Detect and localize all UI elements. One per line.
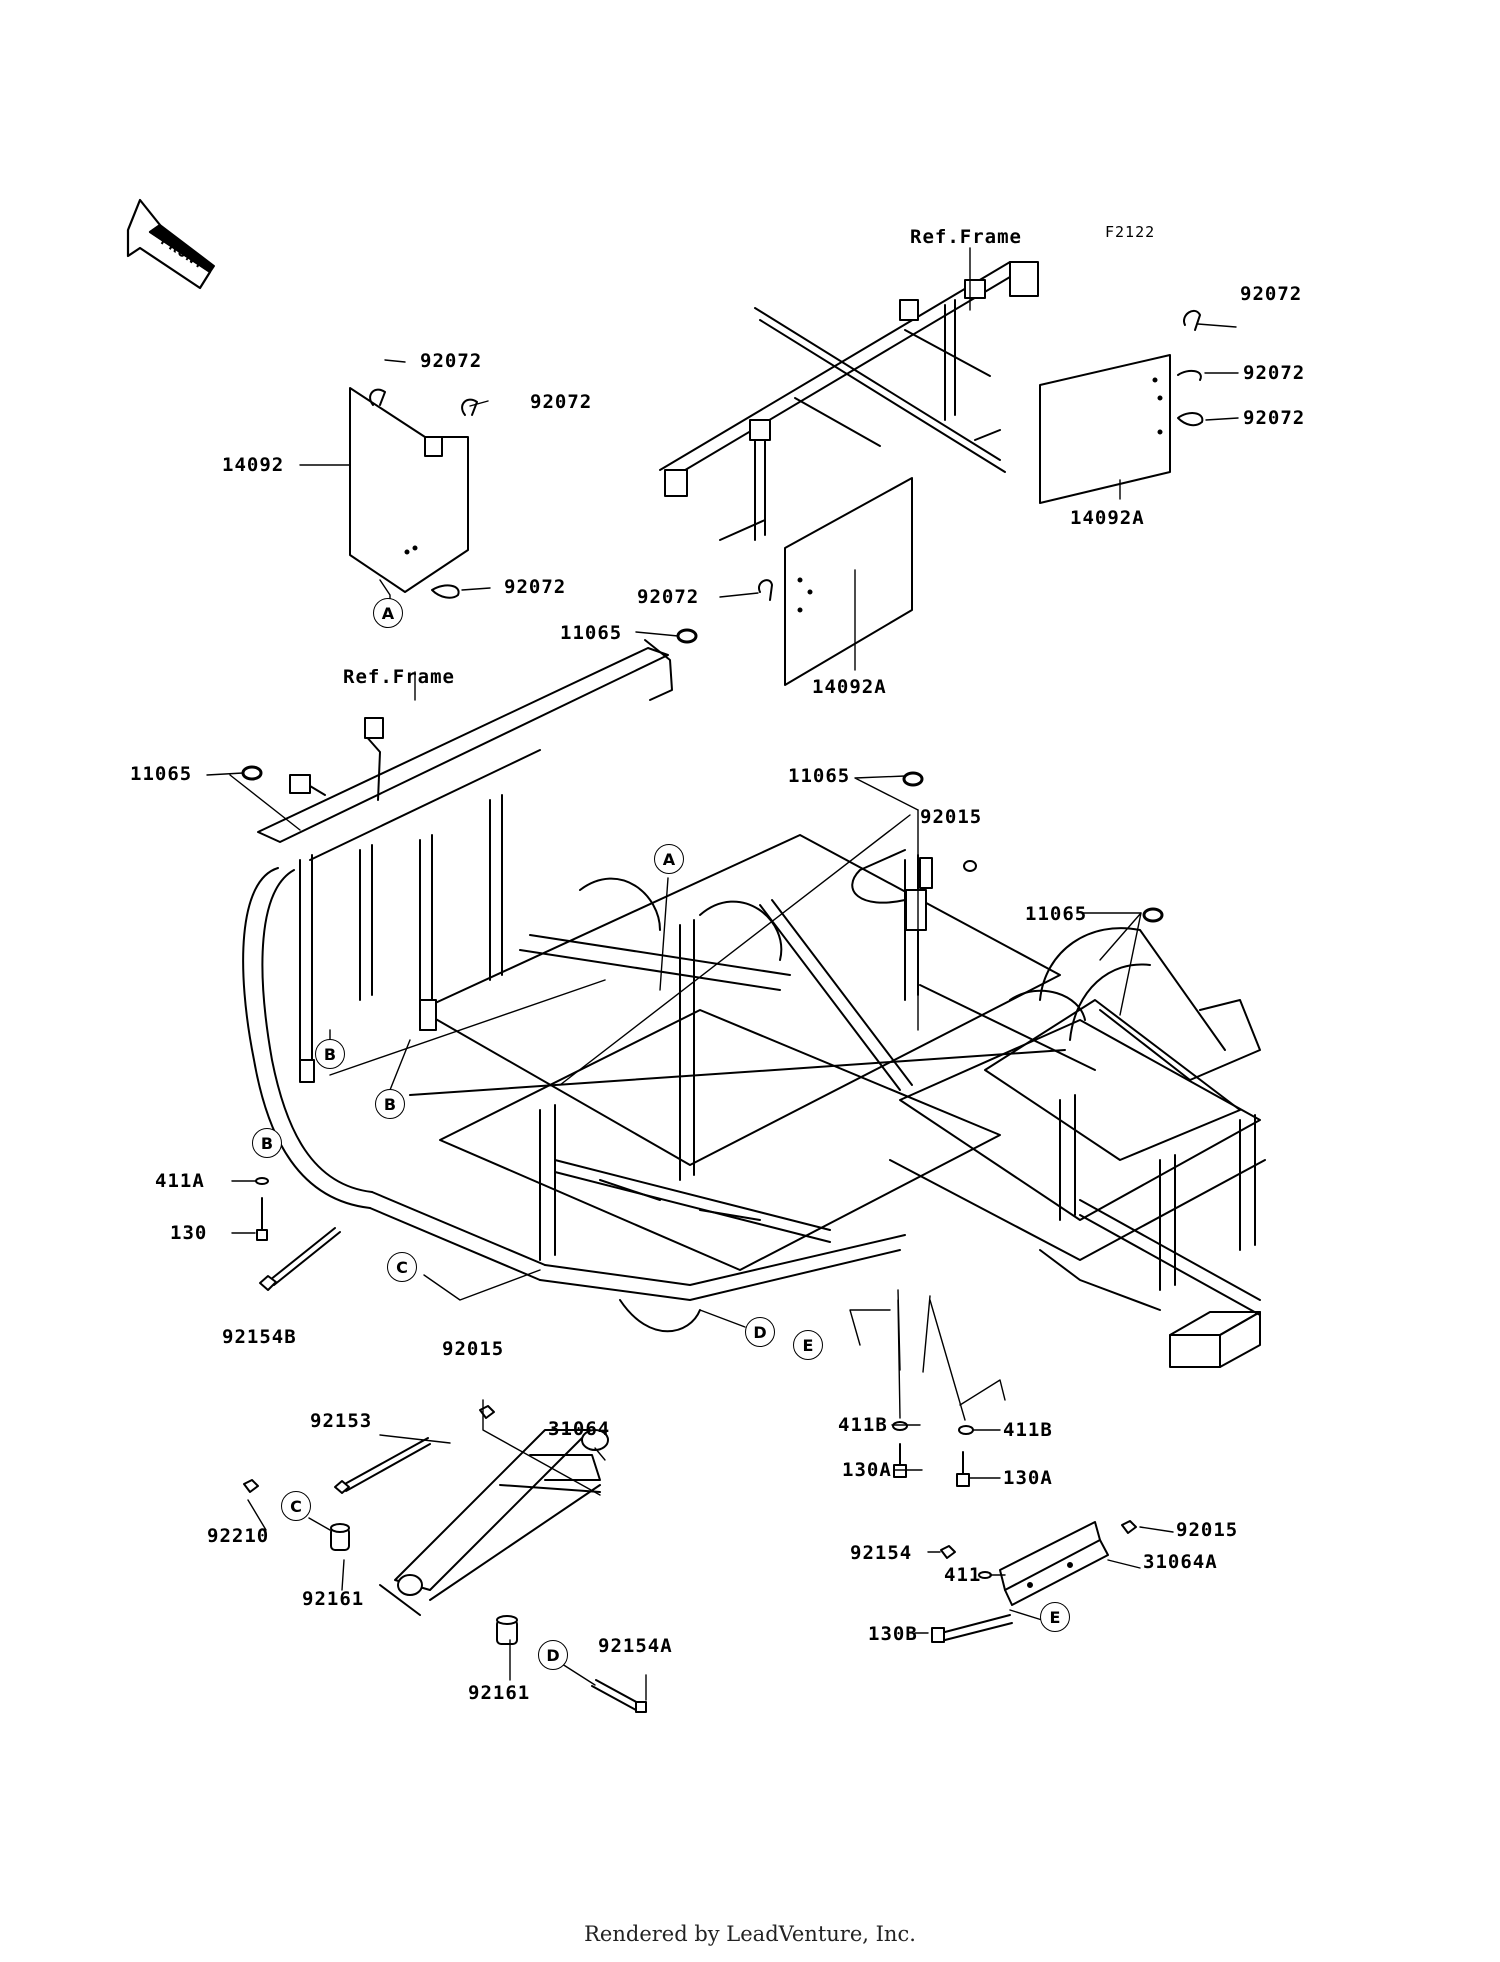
bolt-130a-right [956, 1451, 970, 1487]
part-label: 130 [170, 1222, 208, 1244]
part-label: 92072 [420, 350, 483, 372]
mud-flap-right-top [1039, 354, 1171, 504]
callout-b: B [252, 1128, 282, 1158]
callout-b: B [315, 1039, 345, 1069]
part-label: 92154B [222, 1326, 297, 1348]
part-label: 411 [944, 1564, 982, 1586]
callout-d: D [745, 1317, 775, 1347]
part-label: 92154 [850, 1542, 913, 1564]
part-label: 92161 [468, 1682, 531, 1704]
bushing-92161-lower [496, 1615, 518, 1645]
part-label: 14092 [222, 454, 285, 476]
bolt-130 [256, 1197, 268, 1241]
part-label: 11065 [130, 763, 193, 785]
callout-b: B [375, 1089, 405, 1119]
part-label: 92015 [920, 806, 983, 828]
part-label: 92072 [530, 391, 593, 413]
bolt-92153 [334, 1437, 431, 1494]
clips-92072 [369, 309, 1204, 601]
part-label: 92072 [637, 586, 700, 608]
part-label: 92210 [207, 1525, 270, 1547]
part-label: 411B [838, 1414, 888, 1436]
ref-frame-label-left: Ref.Frame [343, 666, 455, 688]
callout-e: E [1040, 1602, 1070, 1632]
part-label: 11065 [560, 622, 623, 644]
part-label: 130A [842, 1459, 892, 1481]
nut-92015-lower-left [479, 1405, 495, 1419]
washer-411a [255, 1177, 269, 1185]
part-label: 92072 [1243, 362, 1306, 384]
part-label: 411B [1003, 1419, 1053, 1441]
callout-d: D [538, 1640, 568, 1670]
callout-a: A [373, 598, 403, 628]
bolt-130a-left [893, 1443, 907, 1478]
part-label: 130A [1003, 1467, 1053, 1489]
part-label: 31064A [1143, 1551, 1218, 1573]
part-label: 92154A [598, 1635, 673, 1657]
part-label: 11065 [788, 765, 851, 787]
mud-flap-left [349, 387, 469, 593]
part-label: 31064 [548, 1418, 611, 1440]
part-label: 411A [155, 1170, 205, 1192]
bolt-92154a [591, 1679, 647, 1713]
main-frame [242, 639, 1266, 1368]
render-credit: Rendered by LeadVenture, Inc. [584, 1922, 916, 1946]
part-label: 92015 [1176, 1519, 1239, 1541]
callout-e: E [793, 1330, 823, 1360]
nut-92154 [940, 1545, 956, 1559]
ref-frame-label-top: Ref.Frame [910, 226, 1022, 248]
part-label: 92015 [442, 1338, 505, 1360]
bolt-92154b [259, 1227, 341, 1291]
rear-subframe [659, 261, 1039, 541]
bracket-31064a [999, 1521, 1109, 1606]
callout-c: C [387, 1252, 417, 1282]
front-arrow-icon [126, 198, 215, 290]
bolt-130b [931, 1614, 1013, 1643]
callout-a: A [654, 844, 684, 874]
mud-flap-center [784, 477, 913, 686]
part-label: 92072 [1243, 407, 1306, 429]
part-label: 130B [868, 1623, 918, 1645]
part-label: 14092A [812, 676, 887, 698]
callout-c: C [281, 1491, 311, 1521]
nut-92210 [243, 1479, 259, 1493]
part-label: 92072 [504, 576, 567, 598]
part-label: 14092A [1070, 507, 1145, 529]
part-label: 92153 [310, 1410, 373, 1432]
nut-92015-right [1121, 1520, 1137, 1534]
part-label: 92072 [1240, 283, 1303, 305]
part-label: 11065 [1025, 903, 1088, 925]
diagram-code: F2122 [1105, 223, 1156, 241]
bushing-92161-upper [330, 1523, 350, 1551]
washer-411b-left [892, 1421, 908, 1431]
washer-411b-right [958, 1425, 974, 1435]
link-arm-31064 [379, 1429, 609, 1616]
part-label: 92161 [302, 1588, 365, 1610]
